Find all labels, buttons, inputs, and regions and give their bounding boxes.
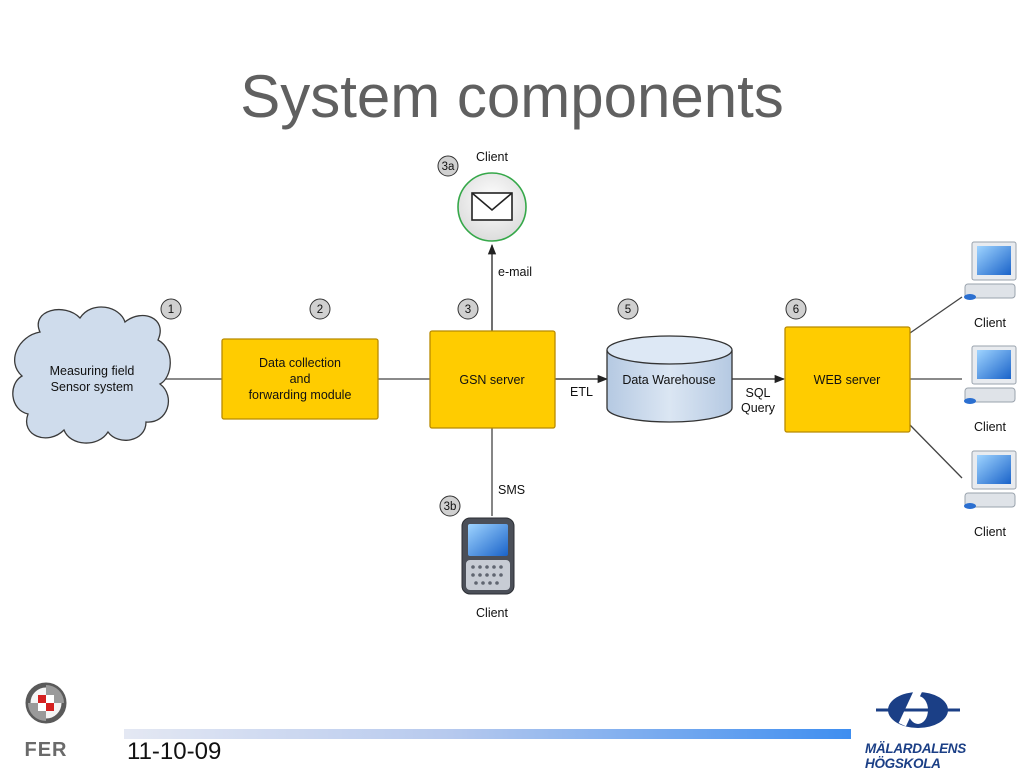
step-badges: 1 2 3 3a 3b 5 6 — [160, 155, 807, 517]
svg-text:3: 3 — [465, 304, 471, 316]
web-label: WEB server — [814, 373, 881, 387]
fer-logo: FER — [25, 682, 68, 760]
collector-label-line1: Data collection — [259, 356, 341, 370]
cloud-label-line1: Measuring field — [50, 364, 135, 378]
badge-1: 1 — [160, 298, 182, 320]
envelope-icon — [457, 172, 527, 242]
badge-5: 5 — [617, 298, 639, 320]
svg-text:6: 6 — [793, 304, 799, 316]
web-server-box: WEB server — [784, 326, 911, 433]
smartphone-icon — [461, 517, 515, 595]
connectors — [162, 243, 963, 516]
slide-title: System components — [240, 63, 784, 130]
svg-text:5: 5 — [625, 304, 631, 316]
svg-text:3b: 3b — [444, 501, 457, 513]
edge-label-sql-line2: Query — [741, 401, 776, 415]
svg-text:1: 1 — [168, 304, 174, 316]
collector-label-line2: and — [290, 372, 311, 386]
desktop-computer-icon — [964, 241, 1017, 300]
data-warehouse-cylinder: Data Warehouse — [606, 335, 733, 423]
gsn-label: GSN server — [459, 373, 524, 387]
warehouse-label: Data Warehouse — [622, 373, 715, 387]
edge-label-sms: SMS — [498, 483, 525, 497]
collector-label-line3: forwarding module — [249, 388, 352, 402]
web-client-3-label: Client — [974, 525, 1006, 539]
gsn-server-box: GSN server — [429, 330, 556, 429]
svg-text:3a: 3a — [442, 161, 455, 173]
badge-6: 6 — [785, 298, 807, 320]
badge-3a: 3a — [437, 155, 459, 177]
footer-gradient-bar — [124, 729, 851, 739]
mdh-logo — [876, 686, 960, 728]
phone-client-label: Client — [476, 606, 508, 620]
edge-label-email: e-mail — [498, 265, 532, 279]
edge-label-etl: ETL — [570, 385, 593, 399]
web-client-1-label: Client — [974, 316, 1006, 330]
mdh-name: MÄLARDALENS HÖGSKOLA — [865, 741, 966, 771]
sensor-cloud: Measuring field Sensor system — [12, 306, 171, 444]
svg-text:FER: FER — [25, 739, 68, 760]
cloud-label-line2: Sensor system — [51, 380, 134, 394]
edge-label-sql-line1: SQL — [745, 386, 770, 400]
data-collection-box: Data collection and forwarding module — [221, 338, 379, 420]
badge-3b: 3b — [439, 495, 461, 517]
desktop-computer-icon — [964, 450, 1017, 509]
web-client-2-label: Client — [974, 420, 1006, 434]
edge-web-client-3 — [909, 424, 963, 479]
desktop-computer-icon — [964, 345, 1017, 404]
badge-2: 2 — [309, 298, 331, 320]
badge-3: 3 — [457, 298, 479, 320]
footer-date: 11-10-09 — [127, 738, 222, 765]
email-client-label: Client — [476, 150, 508, 164]
edge-web-client-1 — [909, 296, 963, 334]
svg-text:2: 2 — [317, 304, 323, 316]
